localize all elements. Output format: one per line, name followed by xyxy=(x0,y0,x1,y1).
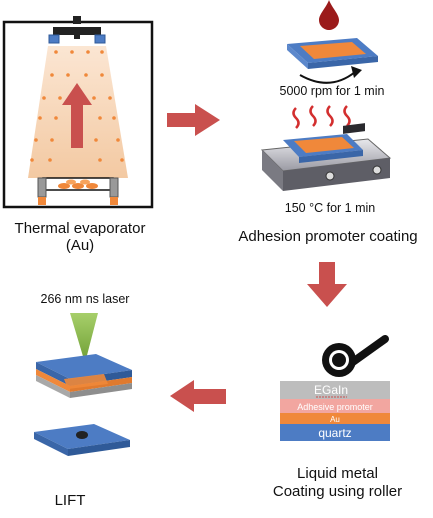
liquid-metal-illustration: EGaIn Adhesive promoter Au quartz xyxy=(280,335,390,441)
evaporation-source xyxy=(37,177,119,205)
au-layer xyxy=(280,413,390,424)
lift-illustration xyxy=(34,313,132,456)
spin-substrate xyxy=(287,38,378,69)
liquid-metal-label: Liquid metal Coating using roller xyxy=(250,465,425,501)
droplet-icon xyxy=(319,0,339,30)
particle-dot xyxy=(112,116,116,120)
deposition-arrow xyxy=(62,83,92,148)
bake-temperature-label: 150 °C for 1 min xyxy=(284,201,376,215)
flow-arrow-right xyxy=(167,104,220,136)
egain-layer xyxy=(280,381,390,399)
particle-dot xyxy=(54,116,58,120)
adhesion-promoter-title: Adhesion promoter coating xyxy=(238,228,418,245)
particle-dot xyxy=(30,158,34,162)
thermal-evaporator-title: Thermal evaporator xyxy=(14,220,146,237)
quartz-layer xyxy=(280,424,390,441)
particle-dot xyxy=(94,138,98,142)
substrate-holder xyxy=(48,16,106,44)
au-label: Au xyxy=(330,415,340,424)
roller-icon xyxy=(322,335,389,377)
particle-dot xyxy=(70,50,74,54)
evaporation-particles xyxy=(30,50,124,162)
adhesive-label: Adhesive promoter xyxy=(297,402,373,412)
thermal-evaporator-illustration xyxy=(2,16,154,209)
spin-speed-label: 5000 rpm for 1 min xyxy=(279,84,385,98)
particle-dot xyxy=(34,138,38,142)
particle-dot xyxy=(66,73,70,77)
particle-dot xyxy=(48,158,52,162)
particle-dot xyxy=(38,116,42,120)
laser-beam xyxy=(70,313,98,363)
quartz-label: quartz xyxy=(318,426,351,440)
transferred-droplet xyxy=(76,431,88,439)
particle-dot xyxy=(42,96,46,100)
particle-dot xyxy=(100,73,104,77)
liquid-metal-title: Liquid metal xyxy=(297,465,378,482)
laser-label: 266 nm ns laser xyxy=(40,292,130,306)
particle-dot xyxy=(92,96,96,100)
particle-dot xyxy=(120,158,124,162)
hot-plate xyxy=(260,123,392,191)
liquid-metal-subtitle: Coating using roller xyxy=(272,483,403,500)
particle-dot xyxy=(54,50,58,54)
particle-dot xyxy=(98,158,102,162)
flow-arrow-down xyxy=(307,262,347,307)
receiver-substrate xyxy=(34,424,130,456)
particle-dot xyxy=(116,138,120,142)
particle-dot xyxy=(100,50,104,54)
particle-dot xyxy=(84,73,88,77)
adhesive-layer xyxy=(280,399,390,413)
adhesion-promoter-illustration xyxy=(260,0,392,191)
particle-dot xyxy=(50,138,54,142)
particle-dot xyxy=(86,50,90,54)
rotation-arrow-icon xyxy=(299,71,356,84)
donor-stack xyxy=(36,354,132,398)
egain-label: EGaIn xyxy=(314,383,348,397)
particle-dot xyxy=(108,96,112,100)
flow-arrow-left xyxy=(170,380,226,412)
thermal-evaporator-material: (Au) xyxy=(65,237,95,254)
particle-dot xyxy=(98,116,102,120)
thermal-evaporator-label: Thermal evaporator (Au) xyxy=(0,220,160,254)
lift-title: LIFT xyxy=(54,492,86,509)
particle-dot xyxy=(58,96,62,100)
heat-waves-icon xyxy=(292,105,351,129)
particle-dot xyxy=(50,73,54,77)
